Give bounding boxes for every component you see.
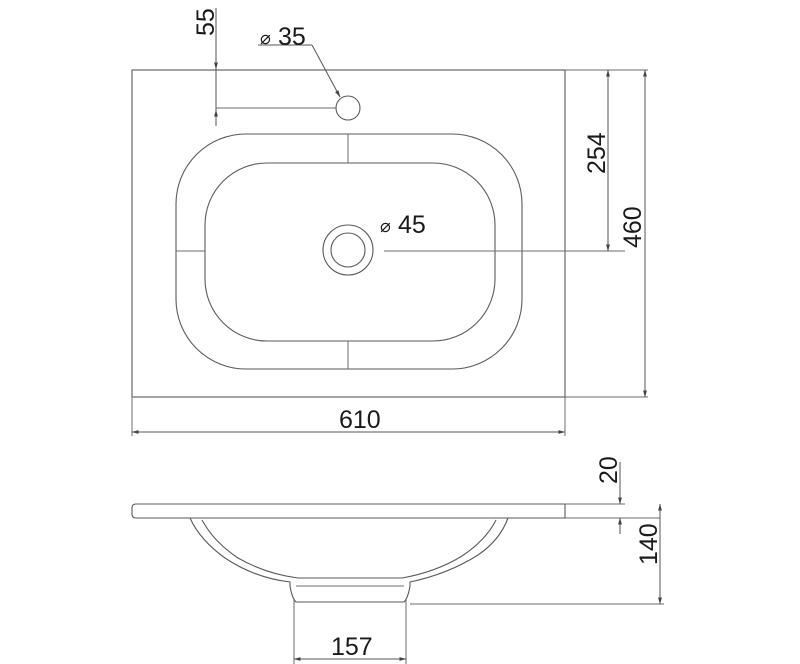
drain-outer xyxy=(322,224,374,276)
dim-35: ⌀ 35 xyxy=(258,23,341,98)
dim-35-arrow xyxy=(311,44,341,98)
dim-45-label: 45 xyxy=(398,211,426,239)
dim-460: 460 xyxy=(565,69,648,398)
bowl-profile-outer xyxy=(189,517,509,603)
dim-55-label: 55 xyxy=(192,8,220,36)
dim-140: 140 xyxy=(410,503,664,605)
diameter-symbol-icon: ⌀ xyxy=(380,216,391,236)
bowl-profile-inner xyxy=(201,519,497,579)
dim-610: 610 xyxy=(131,397,566,436)
slab-profile xyxy=(131,503,566,519)
drain-inner xyxy=(330,232,366,268)
dim-157-label: 157 xyxy=(331,633,373,661)
side-view: 20 140 157 xyxy=(131,456,664,664)
dim-157: 157 xyxy=(293,600,407,664)
basin-outline xyxy=(131,69,566,398)
tap-hole xyxy=(335,95,361,121)
top-view: 55 ⌀ 35 ⌀ 45 254 460 xyxy=(131,8,648,436)
bowl-inner xyxy=(204,162,496,342)
diameter-symbol-icon: ⌀ xyxy=(260,28,271,48)
dim-55: 55 xyxy=(192,8,336,126)
dim-140-label: 140 xyxy=(635,523,663,565)
dim-254-label: 254 xyxy=(583,132,611,174)
dim-460-label: 460 xyxy=(619,206,647,248)
dim-20-label: 20 xyxy=(595,456,623,484)
dim-254: 254 xyxy=(565,69,648,252)
dim-20: 20 xyxy=(565,456,660,534)
dim-35-label: 35 xyxy=(278,23,306,51)
dim-610-label: 610 xyxy=(339,406,381,434)
dim-45: ⌀ 45 xyxy=(380,211,625,252)
